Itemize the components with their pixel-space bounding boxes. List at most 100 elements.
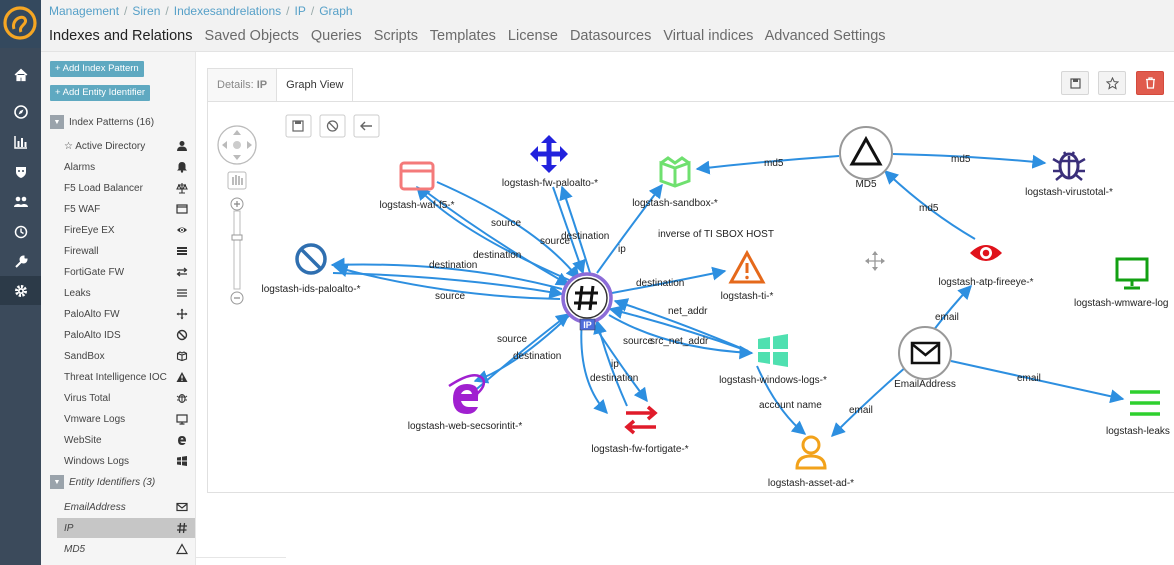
edge-label-source-web: source [497, 334, 527, 345]
sidebar-item-active-directory[interactable]: ☆ Active Directory [57, 136, 195, 156]
edge-label-email-leaks: email [1017, 373, 1041, 384]
sidebar-item-threat-intelligence-ioc[interactable]: Threat Intelligence IOC [57, 367, 195, 387]
graph-node-waf-label: logstash-waf-f5-* [379, 200, 454, 211]
compass-icon[interactable] [0, 97, 41, 126]
sidebar-item-fireeye-ex[interactable]: FireEye EX [57, 220, 195, 240]
graph-node-paloalto[interactable]: logstash-fw-paloalto-* [502, 135, 598, 189]
sidebar-entity-md5[interactable]: MD5 [57, 539, 195, 559]
siren-logo[interactable] [0, 0, 41, 48]
tab-graph-view[interactable]: Graph View [276, 68, 354, 101]
edge-label-md5-atp: md5 [919, 203, 939, 214]
wrench-icon[interactable] [0, 247, 41, 276]
tab-scripts[interactable]: Scripts [373, 28, 419, 44]
trash-icon [1145, 77, 1155, 89]
add-entity-identifier-button[interactable]: + Add Entity Identifier [50, 85, 151, 101]
sidebar-item-alarms[interactable]: Alarms [57, 157, 195, 177]
tab-queries[interactable]: Queries [310, 28, 362, 44]
windows-icon [176, 455, 188, 467]
breadcrumb-ip[interactable]: IP [294, 4, 306, 18]
index-patterns-group[interactable]: ▼ Index Patterns (16) [50, 114, 154, 130]
graph-node-waf[interactable]: logstash-waf-f5-* [379, 161, 455, 211]
sidebar-item-label: SandBox [64, 350, 105, 362]
graph-back-button[interactable] [353, 114, 380, 138]
edge-label-net-addr: net_addr [668, 306, 708, 317]
graph-node-ids[interactable]: logstash-ids-paloalto-* [262, 243, 361, 295]
tab-details[interactable]: Details: IP [207, 68, 278, 101]
tab-templates[interactable]: Templates [429, 28, 496, 44]
edge-label-md5-virustotal: md5 [951, 154, 971, 165]
graph-node-vmware-label: logstash-wmware-log [1074, 298, 1168, 309]
sidebar-item-paloalto-fw[interactable]: PaloAlto FW [57, 304, 195, 324]
sidebar-entity-emailaddress[interactable]: EmailAddress [57, 497, 195, 517]
sidebar-item-vmware-logs[interactable]: Vmware Logs [57, 409, 195, 429]
tab-datasources[interactable]: Datasources [569, 28, 652, 44]
bar-chart-icon[interactable] [0, 127, 41, 156]
sidebar-item-firewall[interactable]: Firewall [57, 241, 195, 261]
gear-icon[interactable] [0, 276, 41, 305]
sidebar-item-leaks[interactable]: Leaks [57, 283, 195, 303]
sidebar-item-label: FortiGate FW [64, 266, 125, 278]
delete-button[interactable] [1136, 71, 1164, 95]
graph-node-md5[interactable]: MD5 [839, 126, 893, 190]
graph-save-button[interactable] [285, 114, 312, 138]
envelope-icon [176, 501, 188, 513]
sidebar-item-website[interactable]: WebSite [57, 430, 195, 450]
graph-node-fortigate[interactable]: logstash-fw-fortigate-* [591, 405, 689, 455]
graph-node-email-label: EmailAddress [894, 379, 956, 390]
sidebar-item-label: ☆ Active Directory [64, 140, 146, 152]
tab-virtual-indices[interactable]: Virtual indices [663, 28, 754, 44]
graph-node-sandbox[interactable]: logstash-sandbox-* [632, 156, 718, 209]
sidebar-item-windows-logs[interactable]: Windows Logs [57, 451, 195, 471]
graph-node-atp[interactable]: logstash-atp-fireeye-* [938, 245, 1034, 288]
move-icon [176, 308, 188, 320]
users-icon[interactable] [0, 187, 41, 216]
add-index-pattern-button[interactable]: + Add Index Pattern [50, 61, 144, 77]
tab-saved-objects[interactable]: Saved Objects [204, 28, 299, 44]
relations-graph[interactable]: source destination destination source so… [207, 101, 1174, 493]
graph-node-leaks[interactable]: logstash-leaks [1106, 390, 1170, 437]
hand-tool-button[interactable] [227, 171, 247, 190]
sidebar-item-label: Leaks [64, 287, 91, 299]
graph-node-web-label: logstash-web-secsorintit-* [408, 421, 523, 432]
shield-icon[interactable] [0, 157, 41, 186]
edge-label-inverse-sandbox: inverse of TI SBOX HOST [658, 229, 774, 240]
zoom-slider[interactable] [230, 197, 244, 305]
sidebar-item-label: Threat Intelligence IOC [64, 371, 167, 383]
graph-node-virustotal[interactable]: logstash-virustotal-* [1025, 151, 1113, 198]
sidebar-entity-ip[interactable]: IP [57, 518, 195, 538]
breadcrumb-graph[interactable]: Graph [319, 4, 353, 18]
sidebar-item-paloalto-ids[interactable]: PaloAlto IDS [57, 325, 195, 345]
home-icon[interactable] [0, 60, 41, 89]
graph-node-ti[interactable]: logstash-ti-* [721, 249, 774, 302]
caret-down-icon[interactable]: ▼ [50, 115, 64, 129]
edge-label-destination-fortigate: destination [590, 373, 638, 384]
sidebar-item-sandbox[interactable]: SandBox [57, 346, 195, 366]
sidebar-item-label: F5 Load Balancer [64, 182, 143, 194]
graph-node-windows[interactable]: logstash-windows-logs-* [719, 334, 827, 386]
breadcrumb-management[interactable]: Management [49, 4, 120, 18]
tab-indexes-and-relations[interactable]: Indexes and Relations [49, 28, 193, 44]
sidebar-item-f5-load-balancer[interactable]: F5 Load Balancer [57, 178, 195, 198]
tab-license[interactable]: License [507, 28, 558, 44]
graph-node-vmware[interactable]: logstash-wmware-log [1074, 257, 1168, 309]
edge-label-destination-paloalto: destination [561, 231, 609, 242]
breadcrumb-indexesandrelations[interactable]: Indexesandrelations [173, 4, 282, 18]
sidebar-item-virus-total[interactable]: Virus Total [57, 388, 195, 408]
favorite-button[interactable] [1098, 71, 1126, 95]
edge-label-source-ids: source [435, 291, 465, 302]
graph-node-ip[interactable]: IP [561, 272, 613, 331]
graph-node-asset[interactable]: logstash-asset-ad-* [768, 435, 854, 489]
sidebar-item-fortigate-fw[interactable]: FortiGate FW [57, 262, 195, 282]
tab-advanced-settings[interactable]: Advanced Settings [764, 28, 886, 44]
save-button[interactable] [1061, 71, 1089, 95]
pan-control[interactable] [217, 125, 257, 165]
graph-node-web[interactable]: logstash-web-secsorintit-* [408, 374, 523, 432]
graph-clear-button[interactable] [319, 114, 346, 138]
entity-identifiers-group[interactable]: ▼ Entity Identifiers (3) [50, 474, 155, 490]
breadcrumb-siren[interactable]: Siren [132, 4, 161, 18]
edge-label-source-paloalto: source [540, 236, 570, 247]
clock-icon[interactable] [0, 217, 41, 246]
graph-node-email[interactable]: EmailAddress [894, 326, 956, 390]
caret-down-icon[interactable]: ▼ [50, 475, 64, 489]
sidebar-item-f5-waf[interactable]: F5 WAF [57, 199, 195, 219]
